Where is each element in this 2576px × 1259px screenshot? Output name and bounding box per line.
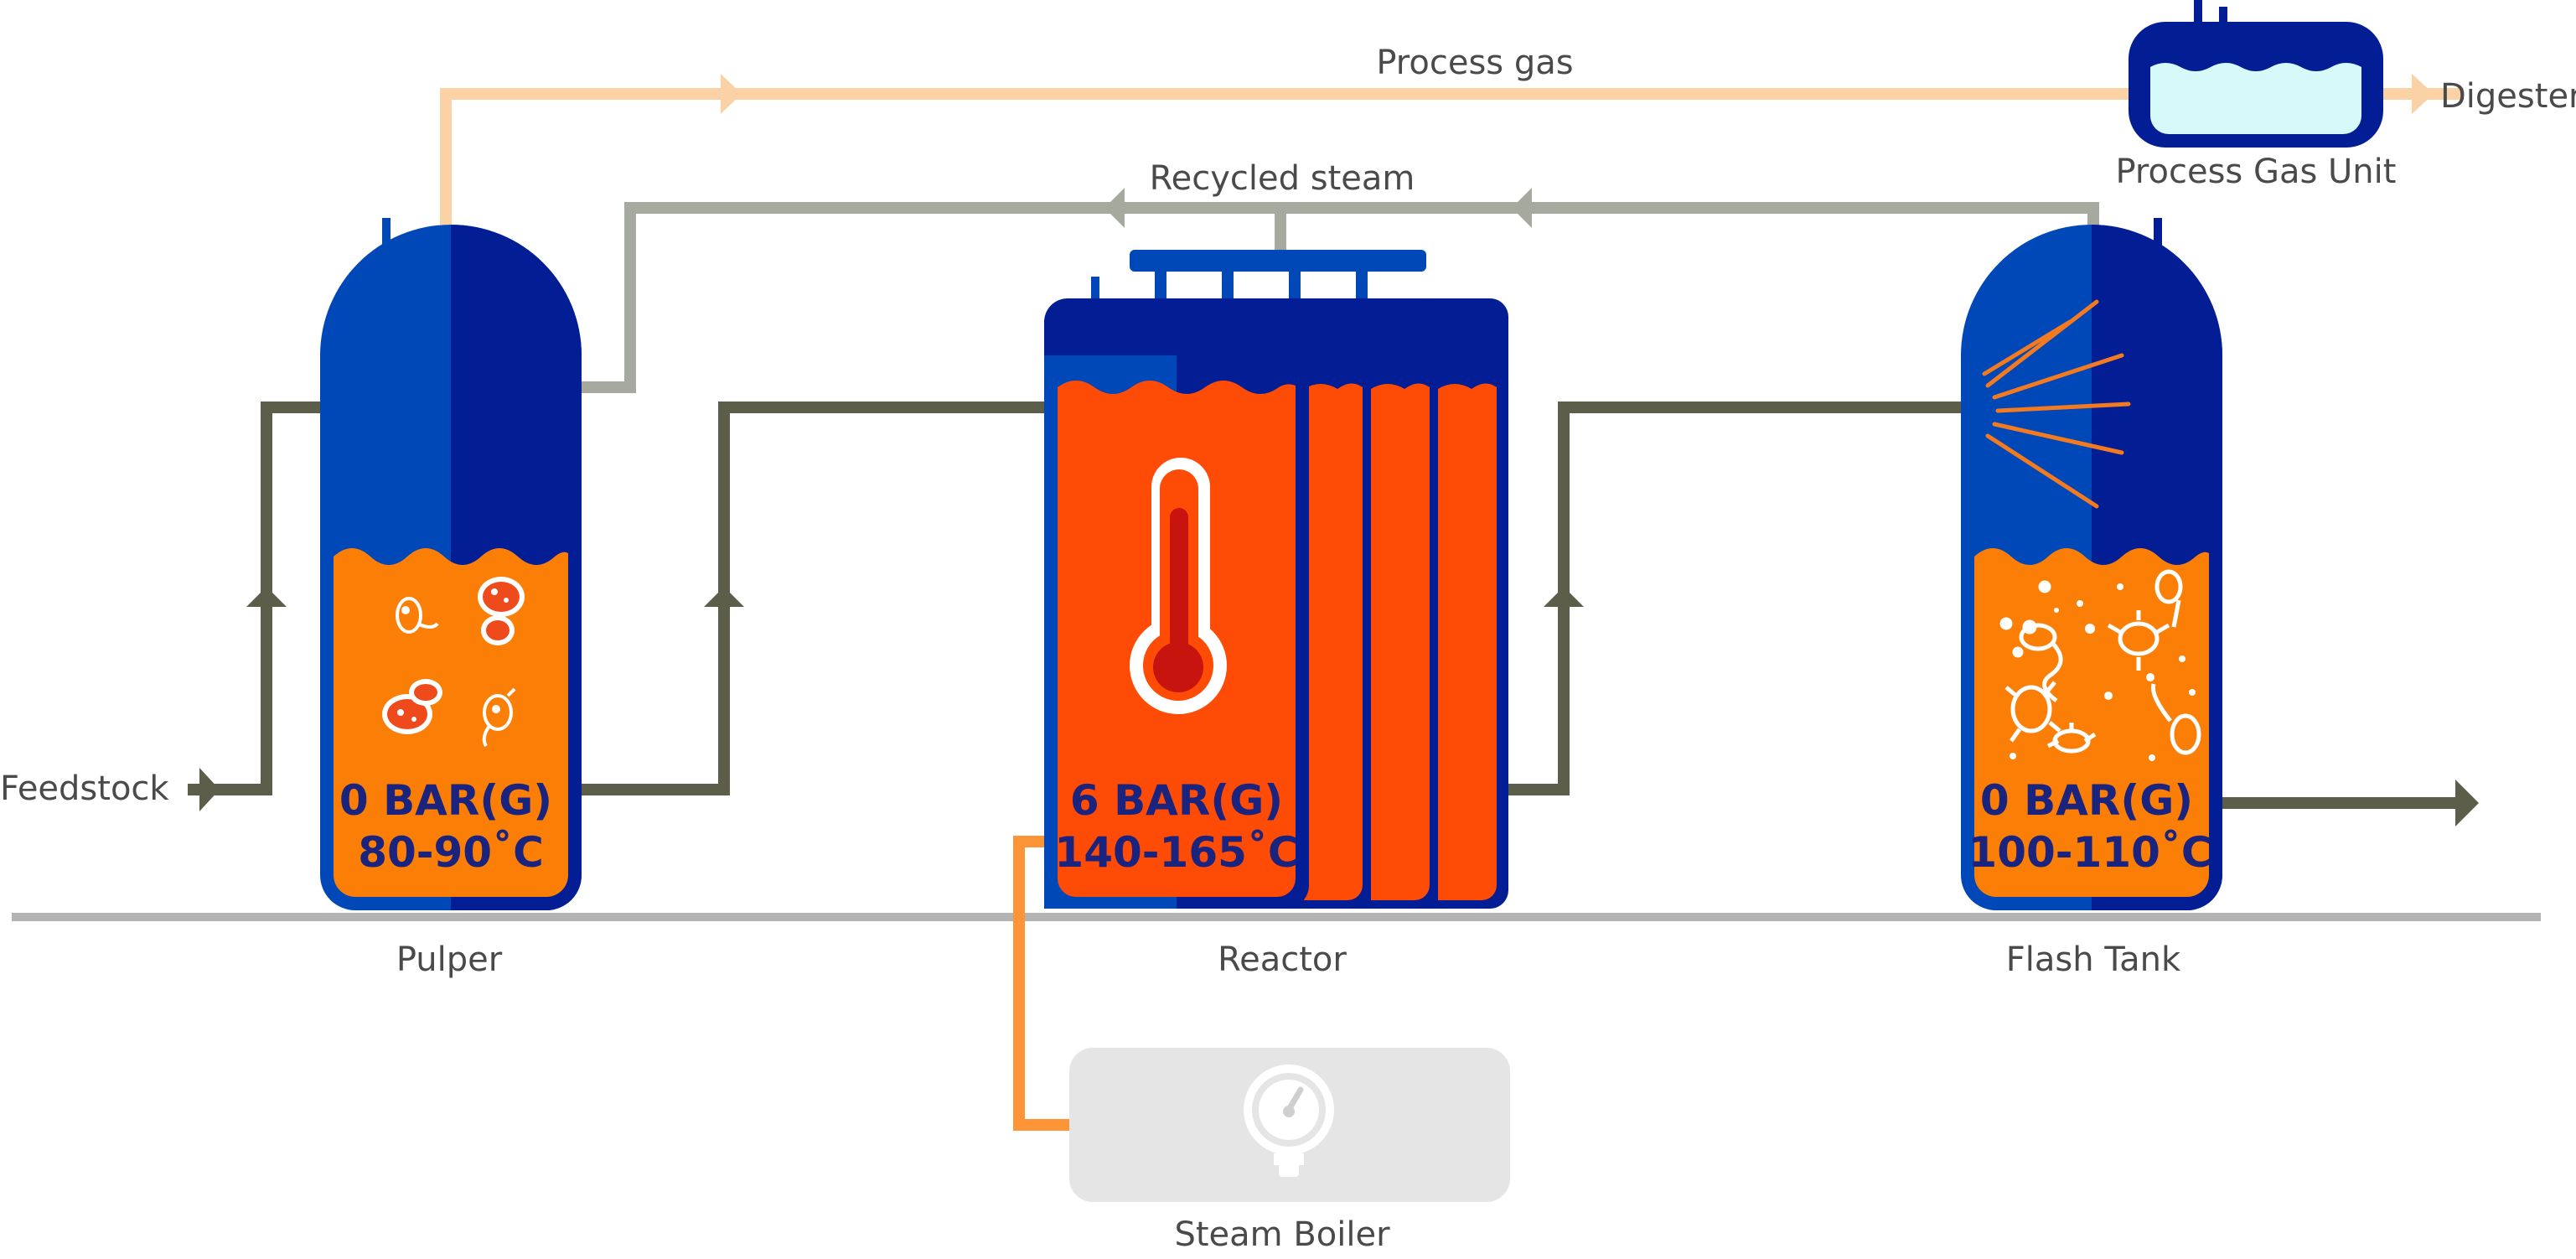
feedstock-up-arrow bbox=[246, 587, 287, 607]
thermometer-icon bbox=[1130, 458, 1227, 714]
flash-outlet-pipe bbox=[2217, 780, 2479, 826]
reactor-flash-arrow bbox=[1544, 587, 1584, 607]
feedstock-arrow bbox=[199, 768, 220, 811]
microbe-icon bbox=[396, 597, 439, 634]
bacteria-icon bbox=[1999, 569, 2201, 755]
reactor-label: Reactor bbox=[1218, 940, 1347, 979]
reactor-pressure: 6 BAR(G) bbox=[1070, 776, 1283, 825]
feedstock-pipe bbox=[188, 402, 322, 811]
steam-boiler bbox=[1069, 1048, 1510, 1202]
recycled-steam-arrow-left bbox=[1104, 188, 1125, 228]
pulper-temperature: 80-90˚C bbox=[358, 828, 544, 877]
microbe-icon bbox=[382, 679, 442, 734]
microbe-icon bbox=[478, 577, 525, 645]
process-gas-arrow bbox=[721, 74, 742, 114]
process-gas-label: Process gas bbox=[1376, 44, 1573, 82]
feedstock-label: Feedstock bbox=[0, 769, 169, 808]
spray-icon bbox=[1982, 299, 2131, 509]
digester-arrow bbox=[2412, 74, 2434, 114]
pulper-reactor-arrow bbox=[704, 587, 744, 607]
flash-tank-vessel: 0 BAR(G) 100-110˚C bbox=[1961, 218, 2222, 910]
reactor-flash-pipe bbox=[1508, 402, 1963, 795]
recycled-steam-arrow-right bbox=[1512, 188, 1532, 228]
flash-tank-label: Flash Tank bbox=[2006, 940, 2181, 979]
microbe-icon bbox=[482, 687, 516, 748]
pulper-vessel: 0 BAR(G) 80-90˚C bbox=[320, 218, 582, 910]
bacteria-dots bbox=[2010, 583, 2196, 761]
pressure-gauge-icon bbox=[1244, 1065, 1334, 1177]
steam-boiler-label: Steam Boiler bbox=[1174, 1215, 1390, 1254]
recycled-steam-label: Recycled steam bbox=[1150, 159, 1415, 198]
process-gas-pipe bbox=[440, 74, 2464, 225]
outlet-arrow bbox=[2455, 780, 2479, 826]
pulper-label: Pulper bbox=[396, 940, 503, 979]
process-gas-unit-label: Process Gas Unit bbox=[2116, 153, 2397, 191]
flash-temperature: 100-110˚C bbox=[1968, 828, 2211, 877]
reactor-vessel: 6 BAR(G) 140-165˚C bbox=[1044, 250, 1508, 909]
pulper-pressure: 0 BAR(G) bbox=[339, 776, 552, 825]
process-gas-unit bbox=[2129, 0, 2383, 148]
recycled-steam-pipe bbox=[582, 188, 2099, 393]
flash-pressure: 0 BAR(G) bbox=[1980, 776, 2193, 825]
pulper-reactor-pipe bbox=[582, 402, 1049, 795]
digester-label: Digester bbox=[2440, 77, 2576, 116]
reactor-temperature: 140-165˚C bbox=[1054, 828, 1298, 877]
